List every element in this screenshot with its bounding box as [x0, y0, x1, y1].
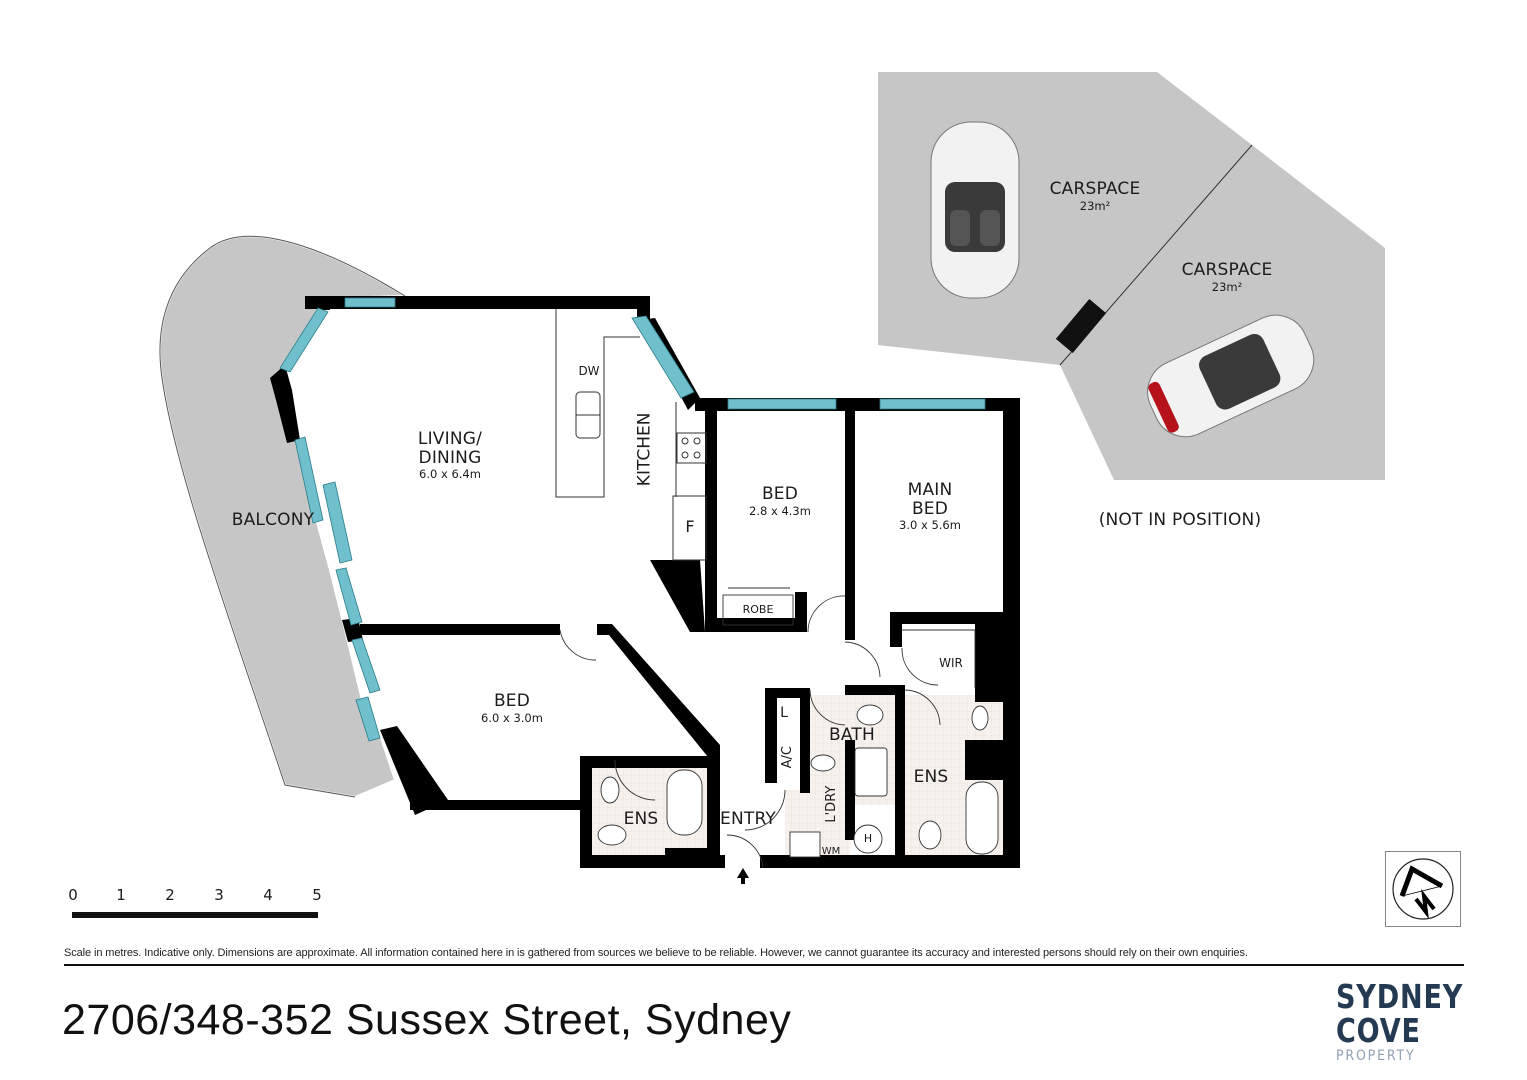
scale-tick: 2: [165, 886, 175, 904]
car-icon-bottom: [1147, 314, 1315, 438]
north-arrow-icon: [1392, 858, 1454, 920]
balcony-label: BALCONY: [231, 510, 315, 530]
kitchen-fixtures: [555, 309, 707, 561]
carspace-area-2: [1060, 145, 1385, 480]
scale-tick: 1: [116, 886, 126, 904]
bathroom-fixtures: [597, 704, 999, 858]
property-address: 2706/348-352 Sussex Street, Sydney: [62, 996, 792, 1044]
linen-label: L: [780, 705, 788, 721]
door-swings: [559, 595, 941, 869]
car-icon-top: [930, 121, 1020, 299]
bath-label: BATH: [829, 725, 875, 745]
windows: [279, 297, 986, 742]
brand-logo-line1: SYDNEY: [1336, 977, 1464, 1016]
scale-tick: 0: [68, 886, 78, 904]
brand-logo-line3: PROPERTY: [1336, 1048, 1416, 1064]
carspace-1-label: CARSPACE 23m²: [1049, 179, 1141, 213]
washing-machine-label: WM: [821, 846, 841, 857]
main-bed-label: MAIN BED 3.0 x 5.6m: [899, 480, 961, 533]
brand-logo: SYDNEY COVE PROPERTY: [1336, 977, 1466, 1065]
brand-logo-line2: COVE: [1336, 1011, 1421, 1050]
scale-tick: 5: [312, 886, 322, 904]
scale-bar: 0 1 2 3 4 5: [64, 886, 324, 922]
entry-arrow-icon: [737, 868, 749, 884]
bed2-label: BED 2.8 x 4.3m: [749, 484, 811, 518]
wir-label: WIR: [939, 656, 963, 670]
compass-box: [1385, 851, 1461, 927]
scale-tick: 4: [263, 886, 273, 904]
disclaimer-text: Scale in metres. Indicative only. Dimens…: [64, 947, 1248, 959]
ac-label: A/C: [779, 745, 795, 769]
bed3-label: BED 6.0 x 3.0m: [481, 691, 543, 725]
ensuite-left-label: ENS: [623, 809, 659, 829]
carspace-2-label: CARSPACE 23m²: [1181, 260, 1273, 294]
kitchen-label: KITCHEN: [634, 412, 655, 487]
robe-label: ROBE: [742, 603, 774, 616]
scale-bar-line: [72, 912, 318, 918]
storage-fixtures: [722, 587, 976, 688]
dishwasher-label: DW: [578, 364, 600, 378]
fridge-label: F: [685, 517, 695, 536]
hot-water-label: H: [863, 832, 873, 845]
ensuite-right-label: ENS: [913, 767, 949, 787]
laundry-label: L'DRY: [823, 785, 839, 823]
scale-tick: 3: [214, 886, 224, 904]
footer-divider: [64, 964, 1464, 966]
living-dining-label: LIVING/ DINING 6.0 x 6.4m: [417, 429, 483, 482]
not-in-position-note: (NOT IN POSITION): [1098, 510, 1262, 530]
entry-label: ENTRY: [720, 809, 776, 829]
